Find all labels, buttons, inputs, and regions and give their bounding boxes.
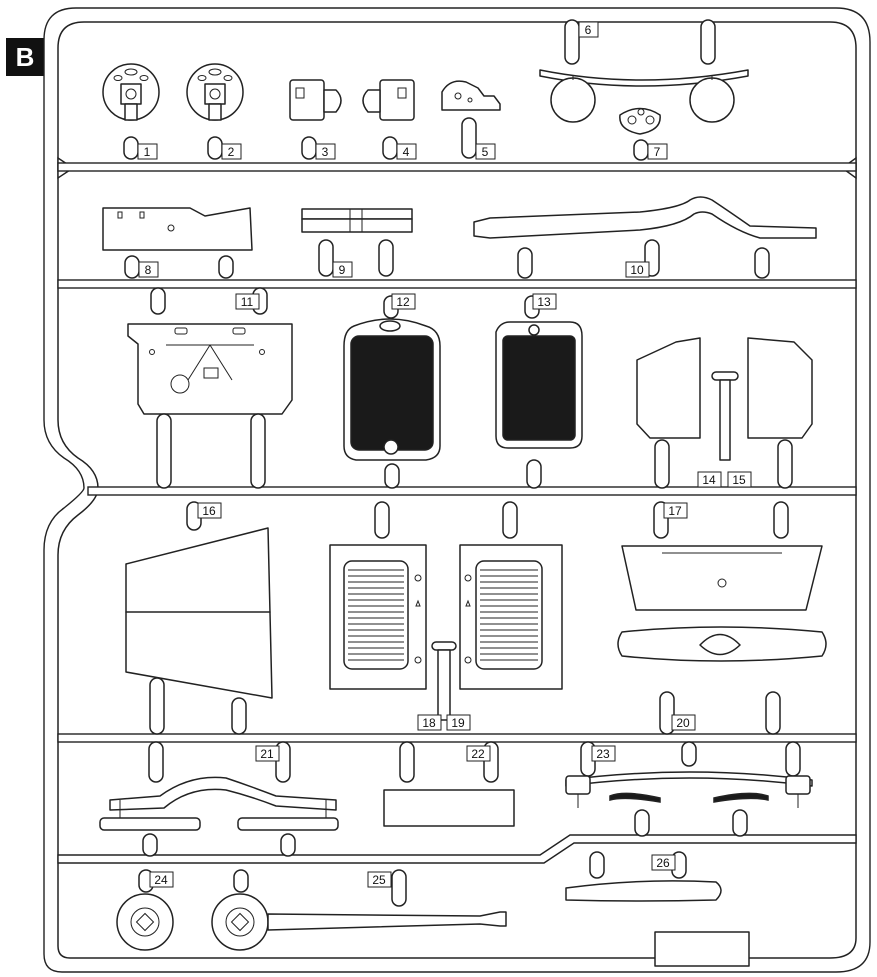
- part-20-drawing: [617, 626, 827, 735]
- svg-text:1: 1: [144, 145, 151, 159]
- svg-text:16: 16: [202, 504, 216, 518]
- label-25: 25: [367, 871, 392, 888]
- label-22: 22: [466, 745, 491, 762]
- part-25-drawing: [211, 869, 507, 951]
- label-26: 26: [651, 854, 676, 871]
- louvers: [348, 569, 538, 661]
- svg-text:22: 22: [471, 747, 485, 761]
- svg-text:14: 14: [702, 473, 716, 487]
- svg-text:13: 13: [537, 295, 551, 309]
- svg-text:12: 12: [396, 295, 410, 309]
- sheet-badge: B: [6, 38, 44, 76]
- svg-text:11: 11: [241, 295, 254, 309]
- part-7-drawing: [619, 107, 661, 161]
- svg-text:10: 10: [630, 263, 644, 277]
- label-11: 11: [235, 293, 260, 310]
- part-10-drawing: [473, 196, 817, 279]
- label-7: 7: [647, 143, 668, 160]
- svg-text:2: 2: [228, 145, 235, 159]
- label-17: 17: [663, 502, 688, 519]
- label-3: 3: [315, 143, 336, 160]
- part-1-drawing: [102, 63, 160, 160]
- label-8: 8: [138, 261, 159, 278]
- label-20: 20: [671, 714, 696, 731]
- label-6: 6: [578, 21, 599, 38]
- part-21-drawing: [99, 741, 339, 857]
- part-8-drawing: [102, 207, 253, 279]
- svg-text:24: 24: [154, 873, 168, 887]
- label-21: 21: [255, 745, 280, 762]
- part-12-drawing: [343, 295, 441, 489]
- label-24: 24: [149, 871, 174, 888]
- svg-text:5: 5: [482, 145, 489, 159]
- svg-text:21: 21: [260, 747, 274, 761]
- sheet-letter: B: [16, 42, 35, 72]
- label-14: 14: [697, 471, 722, 488]
- part-13-drawing: [495, 295, 583, 489]
- part-22-drawing: [383, 741, 515, 827]
- svg-text:6: 6: [585, 23, 592, 37]
- runners: [57, 156, 857, 864]
- label-23: 23: [591, 745, 616, 762]
- svg-text:4: 4: [403, 145, 410, 159]
- svg-text:26: 26: [656, 856, 670, 870]
- svg-text:17: 17: [668, 504, 682, 518]
- part-24-drawing: [116, 869, 174, 951]
- sprue-name-plate: [654, 931, 750, 967]
- svg-text:7: 7: [654, 145, 661, 159]
- svg-text:8: 8: [145, 263, 152, 277]
- svg-text:9: 9: [339, 263, 346, 277]
- label-13: 13: [532, 293, 557, 310]
- part-26-drawing: [565, 851, 722, 902]
- label-15: 15: [727, 471, 752, 488]
- part-9-drawing: [301, 208, 413, 277]
- svg-text:15: 15: [732, 473, 746, 487]
- label-12: 12: [391, 293, 416, 310]
- svg-text:19: 19: [451, 716, 465, 730]
- label-19: 19: [446, 714, 471, 731]
- svg-text:3: 3: [322, 145, 329, 159]
- part-5-drawing: [441, 80, 501, 159]
- svg-text:25: 25: [372, 873, 386, 887]
- part-2-drawing: [186, 63, 244, 160]
- label-9: 9: [332, 261, 353, 278]
- svg-text:18: 18: [422, 716, 436, 730]
- label-1: 1: [137, 143, 158, 160]
- label-10: 10: [625, 261, 650, 278]
- part-23-drawing: [565, 741, 813, 837]
- svg-text:23: 23: [596, 747, 610, 761]
- label-4: 4: [396, 143, 417, 160]
- sprue-frame-inner: [57, 21, 857, 959]
- label-16: 16: [197, 502, 222, 519]
- label-5: 5: [475, 143, 496, 160]
- part-17-drawing: [621, 501, 823, 611]
- part-14-15-drawing: [636, 337, 813, 489]
- label-18: 18: [417, 714, 442, 731]
- part-18-19-drawing: [329, 501, 563, 721]
- part-6-drawing: [539, 19, 749, 123]
- svg-text:20: 20: [676, 716, 690, 730]
- label-2: 2: [221, 143, 242, 160]
- part-labels: 1 2 3 4 5 6 7 8 9 10 11 12 13 14 15 16 1…: [137, 21, 752, 888]
